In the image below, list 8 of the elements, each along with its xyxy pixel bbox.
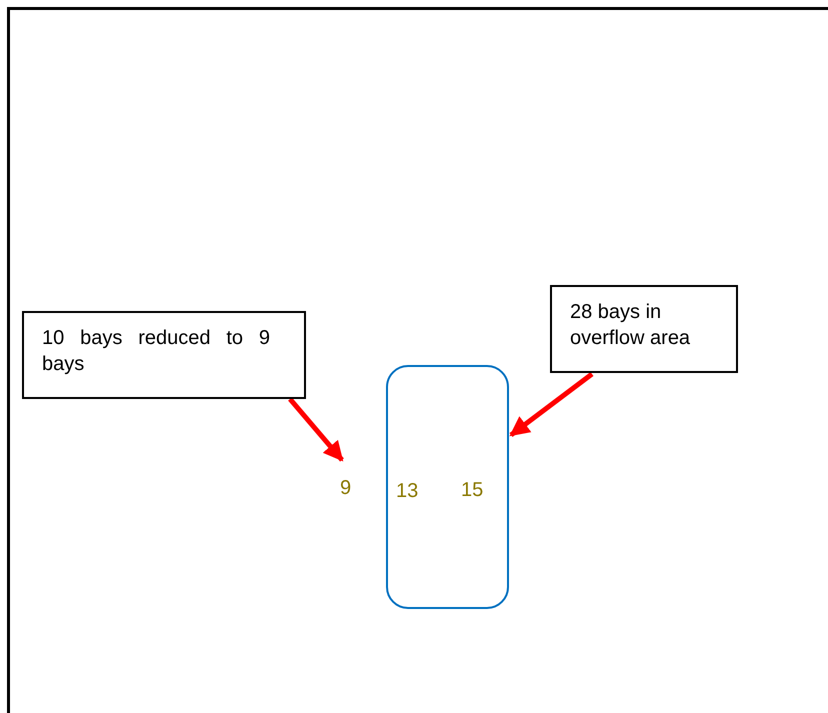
bay-count: 15: [461, 478, 484, 502]
bay-count: 13: [396, 479, 418, 503]
callout-box: 28 bays in overflow area: [550, 285, 738, 373]
arrow: [509, 372, 594, 437]
parking-area-outline: [386, 365, 509, 609]
arrow: [288, 397, 344, 462]
bay-count: 9: [340, 476, 352, 500]
callout-box: 10 bays reduced to 9 bays: [22, 311, 306, 399]
